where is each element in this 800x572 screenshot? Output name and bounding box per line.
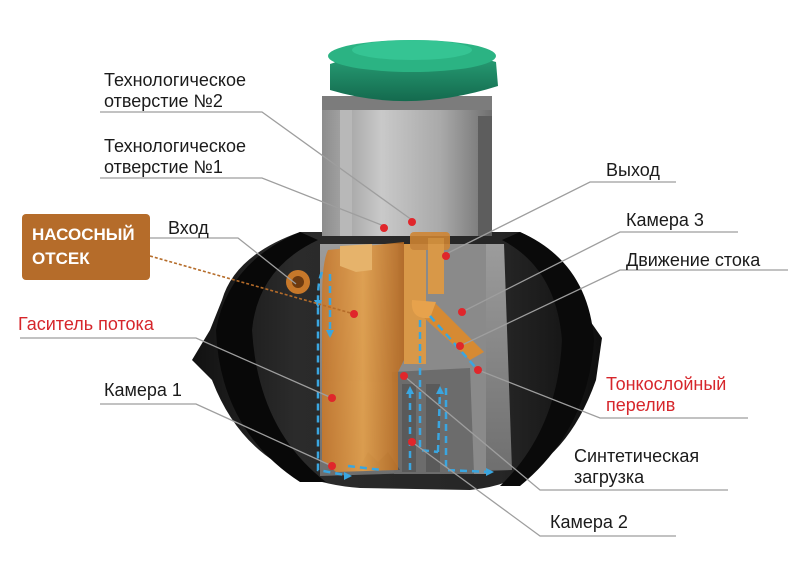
leader-chamber-2 [411,441,676,537]
leader-inlet [150,237,297,285]
inlet-pipe [286,270,310,294]
badge-line-2: ОТСЕК [32,249,90,268]
leader-overflow [477,369,748,419]
flow-arrows [316,271,491,478]
leader-lines [20,111,788,537]
pump-compartment [322,232,450,472]
leader-synthetic-load [403,375,728,491]
green-lid [328,40,498,102]
label-chamber-3: Камера 3 [626,210,704,230]
label-inlet: Вход [168,218,209,238]
leader-tech-hole-1 [100,177,385,227]
badge-line-1: НАСОСНЫЙ [32,225,135,244]
flow-arrowheads [314,300,494,480]
label-chamber-1: Камера 1 [104,380,182,400]
pump-compartment-badge: НАСОСНЫЙ ОТСЕК [22,214,150,280]
label-synthetic-load: Синтетическая загрузка [574,446,699,488]
label-flow-movement: Движение стока [626,250,761,270]
label-tech-hole-1: Технологическое отверстие №1 [104,136,246,178]
label-tech-hole-2-line-2: отверстие №2 [104,91,223,111]
badge-leader [149,255,355,315]
tank-neck [322,96,492,236]
overflow-pipe [411,300,484,360]
leader-outlet [445,181,676,255]
leader-chamber-1 [100,403,333,467]
leader-chamber-3 [461,231,738,313]
leader-tech-hole-2 [100,111,413,221]
label-synthetic-load-line-1: Синтетическая [574,446,700,466]
leader-flow-movement [459,269,788,347]
leader-flow-damper [20,337,333,399]
label-overflow-line-2: перелив [606,395,676,415]
label-chamber-2: Камера 2 [550,512,628,532]
label-thin-layer-overflow: Тонкослойный перелив [606,374,726,416]
label-tech-hole-2: Технологическое отверстие №2 [104,70,246,112]
label-tech-hole-2-line-1: Технологическое [104,70,246,90]
label-tech-hole-1-line-1: Технологическое [104,136,246,156]
label-synthetic-load-line-2: загрузка [574,467,645,487]
red-markers [328,218,482,470]
label-flow-damper: Гаситель потока [18,314,154,334]
label-outlet: Выход [606,160,660,180]
label-tech-hole-1-line-2: отверстие №1 [104,157,223,177]
label-overflow-line-1: Тонкослойный [606,374,727,394]
